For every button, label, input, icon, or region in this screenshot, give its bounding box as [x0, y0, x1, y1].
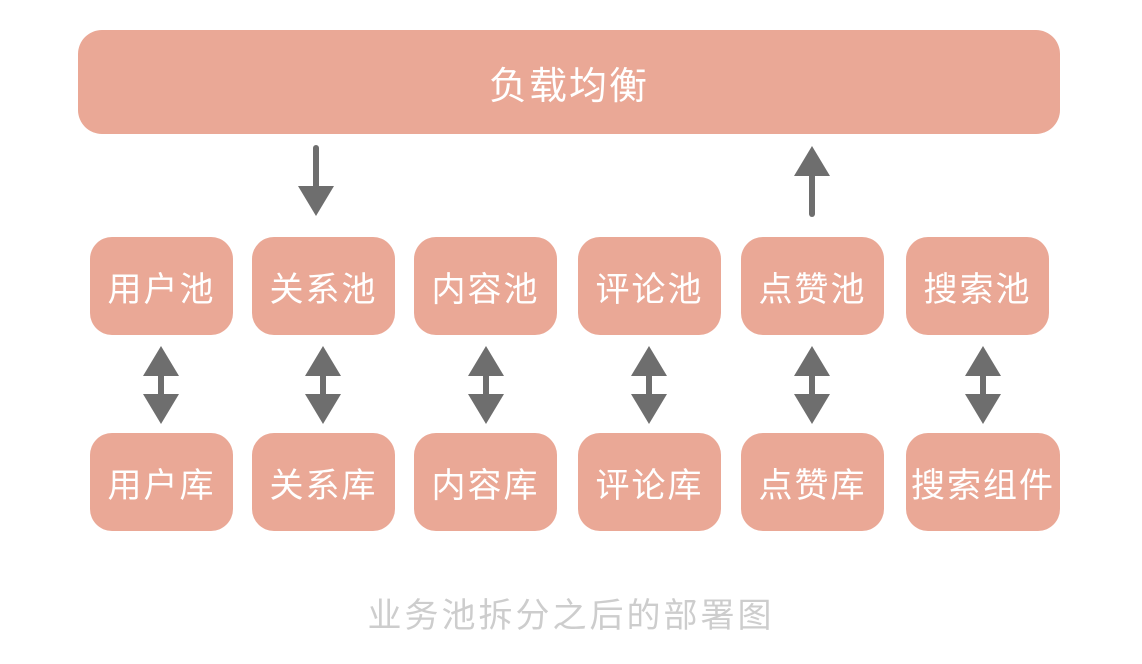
arrowhead-up-icon [305, 346, 341, 376]
pool-label: 评论池 [595, 270, 704, 309]
store-label: 内容库 [431, 466, 540, 505]
arrowhead-down-icon [305, 394, 341, 424]
store-label: 搜索组件 [911, 466, 1055, 505]
pool-store-connector [631, 346, 667, 424]
pool-store-connector [305, 346, 341, 424]
load-balancer-node[interactable]: 负载均衡 [78, 30, 1060, 134]
pool-label: 用户池 [107, 270, 216, 309]
lb-pool-connector [794, 146, 830, 217]
pool-node[interactable]: 评论池 [578, 237, 721, 335]
pool-label: 关系池 [269, 270, 378, 309]
arrowhead-down-icon [631, 394, 667, 424]
pool-label: 点赞池 [758, 270, 867, 309]
pool-node[interactable]: 点赞池 [741, 237, 884, 335]
arrowhead-down-icon [468, 394, 504, 424]
arrowhead-down-icon [965, 394, 1001, 424]
pool-store-connector [965, 346, 1001, 424]
pool-node[interactable]: 搜索池 [906, 237, 1049, 335]
arrowhead-down-icon [794, 394, 830, 424]
pool-store-connector [143, 346, 179, 424]
store-node[interactable]: 关系库 [252, 433, 395, 531]
pool-node[interactable]: 关系池 [252, 237, 395, 335]
arrowhead-up-icon [631, 346, 667, 376]
store-node[interactable]: 评论库 [578, 433, 721, 531]
arrowhead-down-icon [143, 394, 179, 424]
store-node[interactable]: 内容库 [414, 433, 557, 531]
store-node[interactable]: 用户库 [90, 433, 233, 531]
pool-label: 内容池 [431, 270, 540, 309]
diagram-caption: 业务池拆分之后的部署图 [367, 597, 775, 635]
store-label: 关系库 [269, 466, 378, 505]
store-node[interactable]: 搜索组件 [906, 433, 1060, 531]
store-node[interactable]: 点赞库 [741, 433, 884, 531]
lb-pool-connector [298, 145, 334, 216]
pool-store-connector [794, 346, 830, 424]
arrowhead-down-icon [298, 186, 334, 216]
arrowhead-up-icon [143, 346, 179, 376]
store-label: 评论库 [595, 466, 704, 505]
arrowhead-up-icon [794, 346, 830, 376]
pool-store-connector [468, 346, 504, 424]
arrowhead-up-icon [794, 146, 830, 176]
store-label: 点赞库 [758, 466, 867, 505]
pool-label: 搜索池 [923, 270, 1032, 309]
pool-node[interactable]: 用户池 [90, 237, 233, 335]
pool-node[interactable]: 内容池 [414, 237, 557, 335]
arrowhead-up-icon [965, 346, 1001, 376]
arrowhead-up-icon [468, 346, 504, 376]
store-label: 用户库 [107, 466, 216, 505]
